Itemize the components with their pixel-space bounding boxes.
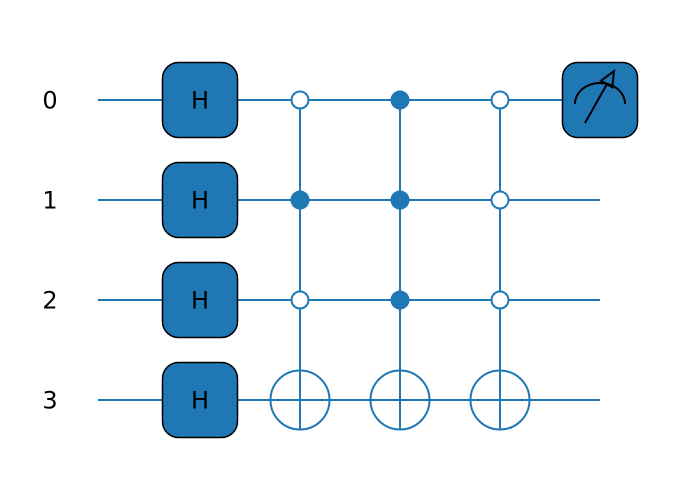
measurement-gate-box (561, 61, 639, 139)
open-control-node (490, 190, 510, 210)
measurement-gate (561, 61, 639, 139)
filled-control-node (390, 190, 410, 210)
qubit-label-0: 0 (42, 87, 57, 115)
h-gate-label: H (191, 287, 209, 315)
filled-control-node (390, 90, 410, 110)
gauge-arc (574, 82, 626, 105)
cnot-target-node (369, 369, 431, 431)
h-gate-box (161, 261, 239, 339)
open-control-node (490, 290, 510, 310)
gate-connectors (299, 100, 501, 431)
mcx-gate-column-2 (369, 90, 431, 431)
cnot-target-node (269, 369, 331, 431)
measurement-gauge-icon (574, 68, 626, 124)
h-gate-label: H (191, 87, 209, 115)
filled-control-node (390, 290, 410, 310)
h-gate-qubit-2: H (161, 261, 239, 339)
qubit-label-1: 1 (42, 187, 57, 215)
mcx-gate-column-3 (469, 90, 531, 431)
gauge-arrowhead (599, 68, 616, 89)
h-gate-box (161, 361, 239, 439)
qubit-wires (98, 99, 600, 401)
h-gate-qubit-1: H (161, 161, 239, 239)
qubit-labels: 0 1 2 3 (42, 87, 57, 415)
cnot-target-node (469, 369, 531, 431)
mcx-gate-column-1 (269, 90, 331, 431)
gauge-needle (584, 83, 608, 124)
h-gate-qubit-3: H (161, 361, 239, 439)
open-control-node (290, 290, 310, 310)
filled-control-node (290, 190, 310, 210)
h-gate-box (161, 161, 239, 239)
qubit-label-3: 3 (42, 387, 57, 415)
h-gate-box (161, 61, 239, 139)
h-gate-label: H (191, 187, 209, 215)
h-gate-label: H (191, 387, 209, 415)
h-gate-qubit-0: H (161, 61, 239, 139)
open-control-node (290, 90, 310, 110)
open-control-node (490, 90, 510, 110)
qubit-label-2: 2 (42, 287, 57, 315)
